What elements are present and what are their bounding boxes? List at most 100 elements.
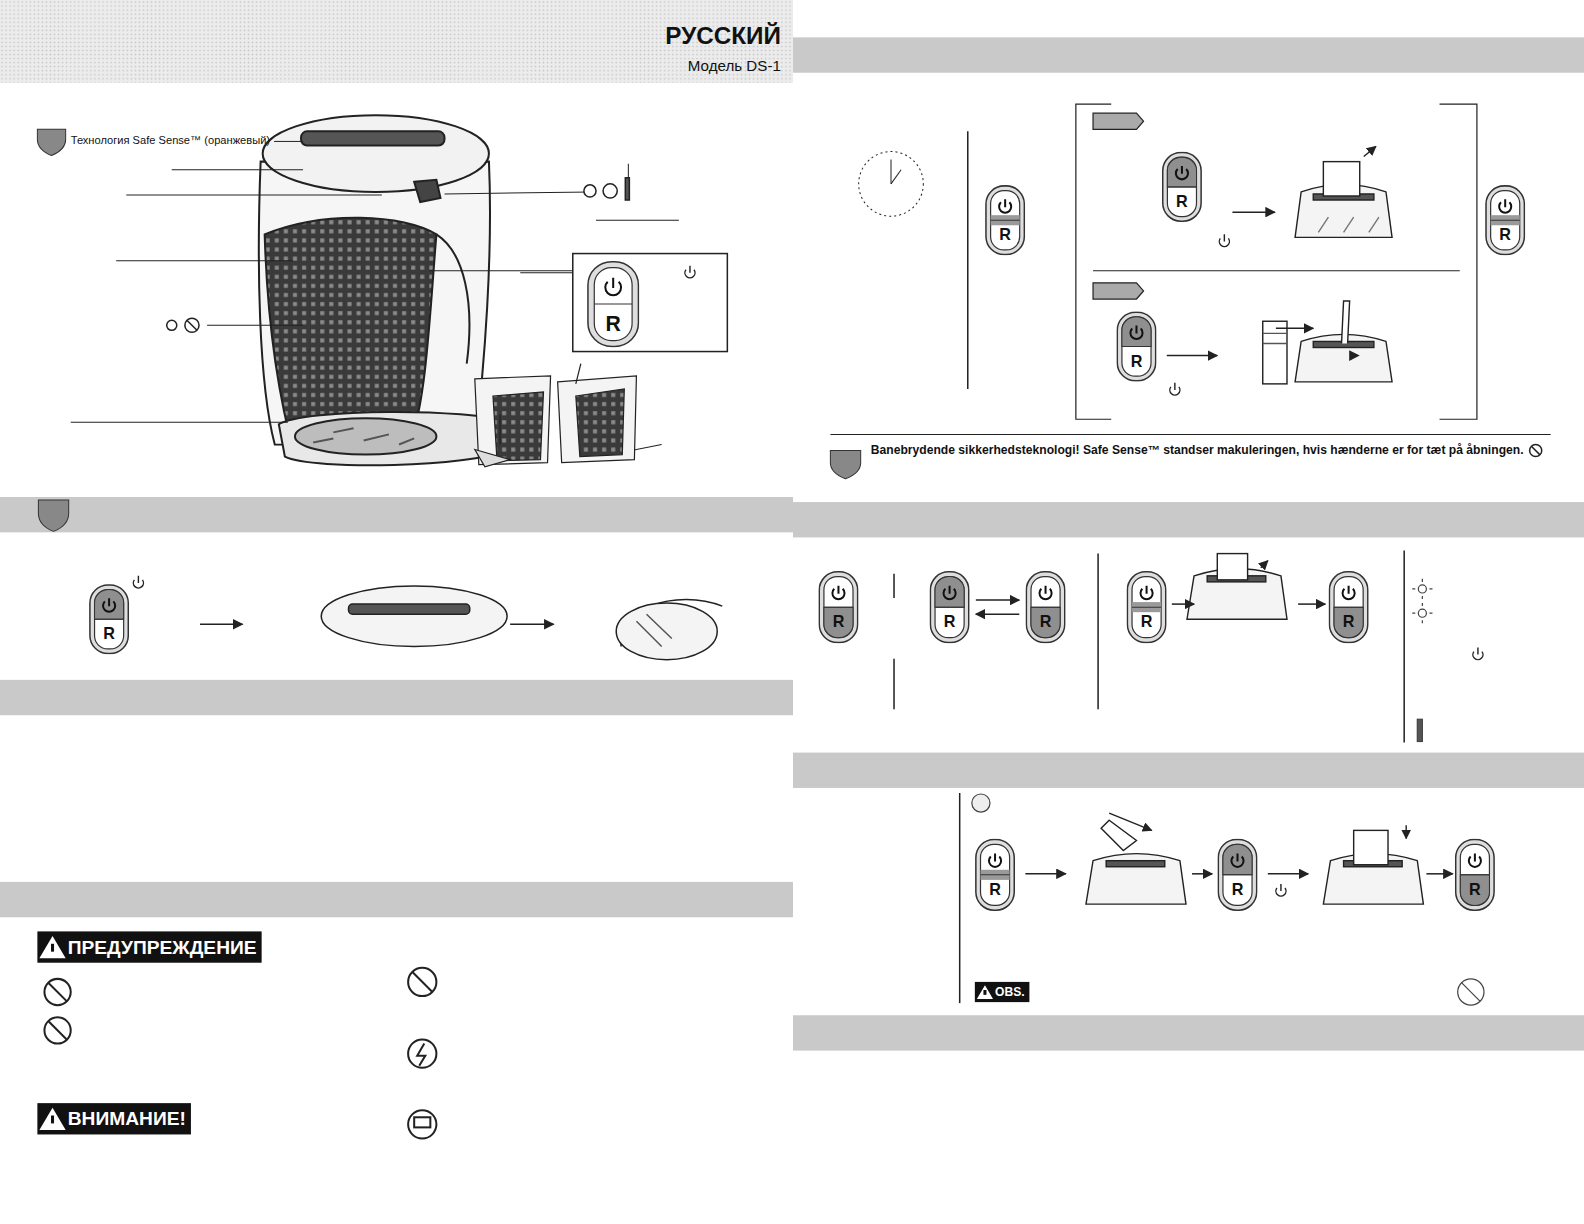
leader-line [172, 169, 303, 170]
control-button: R [818, 571, 858, 644]
button-letter: R [1217, 882, 1257, 898]
language-heading: РУССКИЙ [665, 22, 781, 50]
lit-band [1132, 602, 1161, 612]
shredder-top [1106, 861, 1165, 867]
button-rim [930, 572, 968, 643]
button-letter: R [1116, 354, 1156, 370]
leader-line [116, 260, 293, 261]
status-icon [584, 185, 596, 197]
button-outline [1485, 185, 1525, 256]
lid-illustration [321, 586, 507, 647]
warning-banner: OBS. [975, 982, 1030, 1002]
indicator-icon [1418, 585, 1426, 593]
power-symbol [989, 854, 1001, 867]
divider-line [1097, 554, 1099, 710]
shredder-top [1261, 561, 1268, 568]
control-button: R [1025, 571, 1065, 644]
header-band [793, 502, 1584, 537]
button-rim [986, 186, 1024, 255]
shredder-top [1318, 217, 1379, 232]
shredder-illustration [414, 180, 440, 202]
warning-mark [51, 944, 54, 952]
feature-label: Технология Safe Sense™ (оранжевый) [71, 134, 270, 146]
flow-arrow [1167, 355, 1218, 357]
button-rim [1456, 839, 1494, 910]
button-letter: R [975, 882, 1015, 898]
divider-line [893, 574, 895, 598]
leader-line [596, 220, 679, 221]
indicator-icon [1412, 579, 1432, 599]
divider-line [1403, 551, 1405, 743]
warning-triangle [37, 931, 67, 962]
lid-illustration [200, 624, 242, 626]
power-symbol [999, 199, 1011, 212]
warning-icon [44, 1017, 70, 1043]
control-button: R [1116, 311, 1156, 382]
indicator-icon [1458, 979, 1484, 1005]
button-letter: R [89, 626, 129, 642]
divider-line [959, 793, 961, 1003]
flow-arrow [1232, 211, 1274, 213]
bracket [1076, 104, 1477, 419]
divider-line [893, 659, 895, 710]
indicator-icon [1462, 983, 1480, 1001]
power-symbol [103, 598, 115, 611]
bin-inset [475, 364, 637, 467]
divider-line [830, 131, 1550, 1003]
power-symbol [1170, 383, 1180, 395]
warning-icon [44, 968, 436, 1139]
bracket [1093, 270, 1460, 271]
clock-icon [890, 160, 891, 184]
shredder-top [1086, 146, 1423, 904]
power-symbol [1141, 586, 1153, 599]
safe-sense-shield [37, 129, 860, 531]
state-arrow [976, 613, 1019, 615]
leader-line [207, 325, 303, 326]
button-outline [1328, 571, 1368, 644]
leader-line [71, 422, 288, 423]
button-rim [1117, 312, 1155, 381]
button-divider [1132, 607, 1161, 608]
clock-icon [891, 170, 901, 184]
button-outline [1126, 571, 1166, 644]
control-button: R [587, 261, 640, 348]
shredder-illustration [259, 115, 505, 465]
header-band [793, 37, 1584, 72]
lit-half [1167, 157, 1196, 187]
shredder-illustration [436, 234, 469, 363]
warning-triangle [37, 931, 67, 962]
button-letter: R [1162, 194, 1202, 210]
button-divider [981, 874, 1010, 875]
lit-band [981, 870, 1010, 880]
warning-icon [414, 1117, 430, 1127]
power-symbol [1176, 166, 1188, 179]
power-symbol [1473, 648, 1483, 660]
power-symbol [1219, 234, 1229, 246]
clock-icon [859, 152, 924, 217]
shredder-top [1086, 854, 1186, 905]
flow-arrow [1172, 603, 1194, 605]
warning-triangle [977, 985, 993, 999]
leader-line [126, 194, 382, 195]
flow-arrow [1311, 355, 1358, 357]
warning-icon [44, 979, 70, 1005]
control-button: R [1162, 152, 1202, 223]
shredder-illustration [295, 418, 436, 454]
button-divider [1031, 607, 1060, 608]
lid-illustration [200, 586, 722, 660]
button-outline [929, 571, 969, 644]
control-button: R [1217, 838, 1257, 911]
shredder-top [1217, 554, 1247, 580]
warning-triangle [975, 982, 995, 1002]
header-band [793, 753, 1584, 788]
shredder-top [1364, 146, 1376, 156]
model-name: Модель DS-1 [688, 57, 781, 74]
bracket [1440, 104, 1477, 419]
power-symbol [1469, 854, 1481, 867]
button-rim [819, 572, 857, 643]
status-icon [185, 318, 199, 332]
button-outline [1116, 311, 1156, 382]
button-rim [1218, 839, 1256, 910]
button-divider [1122, 346, 1151, 347]
shredder-top [1323, 162, 1359, 196]
